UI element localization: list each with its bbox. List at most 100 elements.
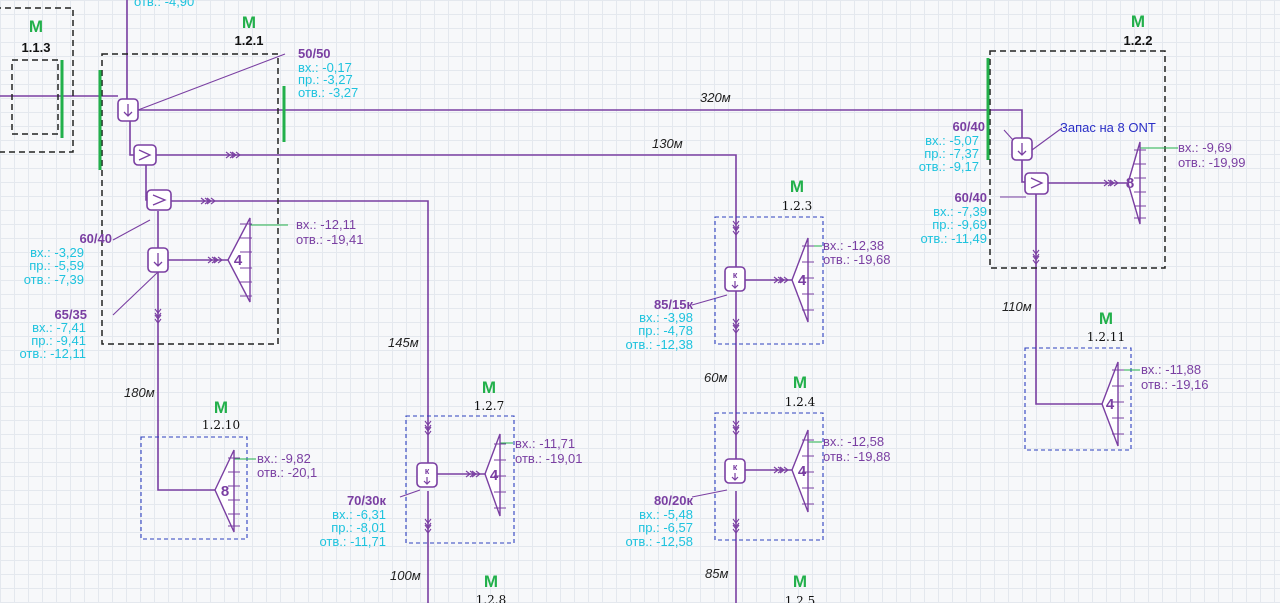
- module-box-1.2.3: [714, 216, 824, 345]
- distance-label: 60м: [704, 370, 727, 385]
- endpoint-label-1.2.11: вх.: -11,88 отв.: -19,16: [1141, 362, 1209, 392]
- splitter-icon[interactable]: [1024, 172, 1049, 195]
- module-letter: М: [790, 177, 804, 196]
- terminal-splitter-1.2.3[interactable]: 4: [791, 237, 814, 323]
- module-letter: М: [1131, 12, 1145, 31]
- svg-text:к: к: [733, 462, 738, 472]
- svg-text:пр.: -8,01: пр.: -8,01: [331, 520, 386, 535]
- module-code: 1.2.4: [785, 395, 816, 409]
- splitter-k-icon[interactable]: к: [724, 458, 746, 484]
- module-letter: М: [482, 378, 496, 397]
- module-box-1.2.11: [1024, 347, 1132, 451]
- svg-text:вх.: -0,17: вх.: -0,17: [298, 60, 352, 75]
- svg-text:вх.: -11,71: вх.: -11,71: [515, 436, 575, 451]
- endpoint-label-1.2.4: вх.: -12,58 отв.: -19,88: [823, 434, 891, 464]
- terminal-splitter-1.2.1[interactable]: 4: [227, 217, 252, 303]
- svg-text:отв.: -19,16: отв.: -19,16: [1141, 377, 1209, 392]
- svg-text:отв.: -11,71: отв.: -11,71: [319, 534, 386, 549]
- svg-text:вх.: -12,38: вх.: -12,38: [823, 238, 884, 253]
- ports-count: 8: [221, 483, 229, 500]
- ports-count: 4: [1106, 396, 1115, 413]
- svg-text:отв.: -12,58: отв.: -12,58: [625, 534, 693, 549]
- distance-label: 145м: [388, 335, 419, 350]
- module-code: 1.2.1: [235, 33, 264, 48]
- svg-text:вх.: -6,31: вх.: -6,31: [332, 507, 386, 522]
- module-letter: М: [793, 572, 807, 591]
- endpoint-label-1.2.10: вх.: -9,82 отв.: -20,1: [257, 451, 317, 480]
- svg-text:отв.: -7,39: отв.: -7,39: [24, 272, 84, 287]
- splitter-label-60-40-b: 60/40 вх.: -5,07 пр.: -7,37 отв.: -9,17: [919, 119, 985, 174]
- terminal-splitter-1.2.2[interactable]: 8: [1126, 141, 1146, 225]
- splitter-icon[interactable]: [117, 98, 139, 122]
- splitter-label-65-35: 65/35 вх.: -7,41 пр.: -9,41 отв.: -12,11: [19, 307, 87, 361]
- svg-text:отв.: -19,01: отв.: -19,01: [515, 451, 583, 466]
- svg-text:отв.: -19,88: отв.: -19,88: [823, 449, 891, 464]
- svg-text:вх.: -11,88: вх.: -11,88: [1141, 362, 1201, 377]
- module-box-1.1.3-inner: [11, 59, 59, 135]
- svg-text:50/50: 50/50: [298, 46, 331, 61]
- svg-text:пр.: -9,41: пр.: -9,41: [31, 333, 86, 348]
- svg-text:пр.: -7,37: пр.: -7,37: [924, 146, 979, 161]
- module-code: 1.2.3: [782, 199, 813, 213]
- svg-text:вх.: -9,69: вх.: -9,69: [1178, 140, 1232, 155]
- module-letter: М: [29, 17, 43, 36]
- module-box-1.2.10: [140, 436, 248, 540]
- terminal-splitter-1.2.10[interactable]: 8: [214, 449, 240, 533]
- module-code: 1.2.8: [476, 593, 507, 603]
- reserve-note: Запас на 8 ONT: [1060, 120, 1156, 135]
- fiber-lines: [0, 0, 1128, 603]
- splitter-label-80-20: 80/20к вх.: -5,48 пр.: -6,57 отв.: -12,5…: [625, 493, 693, 549]
- distance-label: 110м: [1002, 299, 1032, 314]
- svg-text:пр.: -3,27: пр.: -3,27: [298, 72, 353, 87]
- module-box-1.2.2: [989, 50, 1166, 269]
- module-letter: М: [793, 373, 807, 392]
- endpoint-label-1.2.3: вх.: -12,38 отв.: -19,68: [823, 238, 891, 267]
- svg-text:вх.: -7,41: вх.: -7,41: [32, 320, 86, 335]
- splitter-icon[interactable]: [147, 247, 169, 273]
- svg-text:отв.: -19,99: отв.: -19,99: [1178, 155, 1246, 170]
- module-code: 1.1.3: [22, 40, 51, 55]
- endpoint-label-1.2.1: вх.: -12,11 отв.: -19,41: [296, 217, 364, 247]
- svg-text:пр.: -5,59: пр.: -5,59: [29, 258, 84, 273]
- top-cut-label: отв.: -4,90: [134, 0, 194, 9]
- svg-text:60/40: 60/40: [952, 119, 985, 134]
- svg-text:вх.: -5,07: вх.: -5,07: [925, 133, 979, 148]
- splitter-icon[interactable]: [1011, 137, 1033, 161]
- svg-text:65/35: 65/35: [54, 307, 87, 322]
- module-letter: М: [214, 398, 228, 417]
- splitter-label-85-15: 85/15к вх.: -3,98 пр.: -4,78 отв.: -12,3…: [625, 297, 693, 352]
- splitter-icon[interactable]: [133, 144, 157, 166]
- ports-count: 4: [798, 272, 807, 289]
- module-letter: М: [1099, 309, 1113, 328]
- svg-text:отв.: -19,41: отв.: -19,41: [296, 232, 364, 247]
- svg-text:отв.: -11,49: отв.: -11,49: [920, 231, 987, 246]
- svg-text:отв.: -12,38: отв.: -12,38: [625, 337, 693, 352]
- svg-text:пр.: -6,57: пр.: -6,57: [638, 520, 693, 535]
- splitter-label-60-40-a: 60/40 вх.: -3,29 пр.: -5,59 отв.: -7,39: [24, 231, 112, 287]
- splitter-icon[interactable]: [146, 189, 172, 211]
- svg-text:вх.: -3,29: вх.: -3,29: [30, 245, 84, 260]
- svg-text:пр.: -9,69: пр.: -9,69: [932, 217, 987, 232]
- svg-text:вх.: -9,82: вх.: -9,82: [257, 451, 311, 466]
- distance-label: 180м: [124, 385, 155, 400]
- terminal-splitter-1.2.11[interactable]: 4: [1101, 361, 1124, 447]
- terminal-splitter-1.2.4[interactable]: 4: [791, 429, 814, 513]
- svg-text:пр.: -4,78: пр.: -4,78: [638, 323, 693, 338]
- splitter-label-50-50: 50/50 вх.: -0,17 пр.: -3,27 отв.: -3,27: [298, 46, 358, 100]
- svg-text:60/40: 60/40: [954, 190, 987, 205]
- splitter-k-icon[interactable]: к: [416, 462, 438, 488]
- module-code: 1.2.2: [1124, 33, 1153, 48]
- terminal-splitter-1.2.7[interactable]: 4: [484, 433, 506, 517]
- svg-text:отв.: -12,11: отв.: -12,11: [19, 346, 86, 361]
- splitter-label-70-30: 70/30к вх.: -6,31 пр.: -8,01 отв.: -11,7…: [319, 493, 386, 549]
- splitter-k-icon[interactable]: к: [724, 266, 746, 292]
- svg-text:отв.: -19,68: отв.: -19,68: [823, 252, 891, 267]
- svg-text:вх.: -7,39: вх.: -7,39: [933, 204, 987, 219]
- distance-label: 130м: [652, 136, 683, 151]
- module-code: 1.2.7: [474, 399, 505, 413]
- module-letter: М: [484, 572, 498, 591]
- ports-count: 4: [798, 463, 807, 480]
- svg-text:80/20к: 80/20к: [654, 493, 694, 508]
- distance-label: 85м: [705, 566, 728, 581]
